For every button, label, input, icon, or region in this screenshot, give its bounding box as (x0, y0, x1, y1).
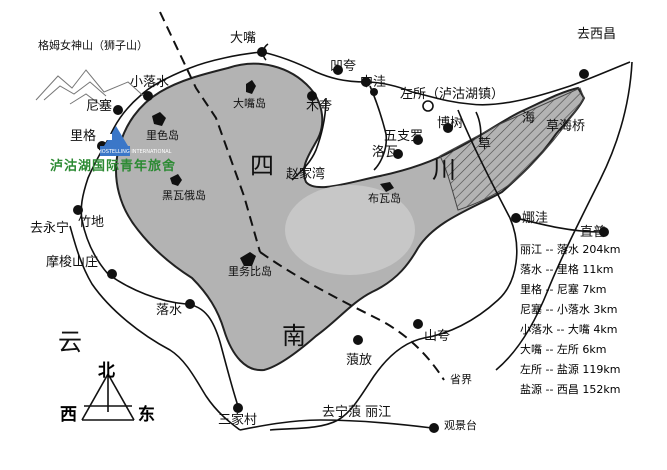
label-nise: 尼塞 (86, 99, 113, 114)
label-wuzhiluo: 五支罗 (384, 129, 424, 144)
hostel-logo-text: HOSTELLING INTERNATIONAL (98, 149, 172, 155)
label-zuosuo: 左所（泸沽湖镇） (400, 87, 505, 102)
label-sanjiacun: 三家村 (218, 413, 258, 428)
label-luoshui: 落水 (156, 303, 183, 318)
label-shanwa: 山夸 (424, 329, 451, 344)
label-zhongwa: 中洼 (360, 75, 387, 90)
distance-row: 盐源 -- 西昌 152km (520, 383, 621, 396)
label-guanjingtai: 观景台 (444, 419, 477, 432)
label-qu-xichang: 去西昌 (577, 27, 617, 42)
buwa-island (380, 182, 394, 192)
dazui-island (246, 80, 256, 94)
label-nuowa: 娜洼 (522, 211, 549, 226)
compass-east: 东 (138, 405, 155, 425)
label-zhudi: 竹地 (78, 215, 105, 230)
zuosuo-marker (422, 100, 434, 112)
label-aowa: 凹夸 (330, 59, 357, 74)
distance-row: 大嘴 -- 左所 6km (520, 343, 607, 356)
caohai-marsh (439, 87, 585, 211)
mountain-drawing (35, 69, 149, 107)
compass-north: 北 (98, 361, 115, 381)
label-mosuo: 摩梭山庄 (46, 255, 99, 270)
roads (69, 43, 633, 431)
label-boshu: 博树 (437, 116, 464, 131)
label-luowa: 洛瓦 (372, 145, 399, 160)
distance-row: 小落水 -- 大嘴 4km (520, 323, 618, 336)
region-cao: 草 (478, 137, 492, 152)
label-xiaoluoshui: 小落水 (130, 75, 170, 90)
compass-west: 西 (60, 405, 77, 425)
label-caohaiqiao: 草海桥 (546, 119, 586, 134)
region-si: 四 (250, 152, 274, 180)
heiwae-island (170, 174, 182, 186)
distance-row: 左所 -- 盐源 119km (520, 363, 621, 376)
compass-rose (81, 373, 135, 421)
distance-row: 丽江 -- 落水 204km (520, 243, 621, 256)
label-hostel: 泸沽湖国际青年旅舍 (50, 159, 177, 174)
label-muwa: 木夸 (306, 99, 333, 114)
region-hai: 海 (522, 111, 536, 126)
liwubi-island (240, 252, 256, 266)
distance-row: 里格 -- 尼塞 7km (520, 283, 607, 296)
label-dazui: 大嘴 (230, 31, 257, 46)
label-buwa-island: 布瓦岛 (368, 192, 401, 205)
lise-island (152, 112, 166, 126)
region-chuan: 川 (432, 156, 456, 184)
province-border (159, 11, 445, 381)
label-heiwae-island: 黑瓦俄岛 (162, 189, 206, 202)
label-dazui-island: 大嘴岛 (233, 97, 266, 110)
hostel-logo (100, 126, 130, 156)
label-mountain: 格姆女神山（狮子山） (38, 39, 148, 52)
label-lise-island: 里色岛 (146, 129, 179, 142)
label-shengjie: 省界 (450, 373, 472, 386)
region-yun: 云 (58, 328, 82, 356)
distance-legend: 丽江 -- 落水 204km 落水 -- 里格 11km 里格 -- 尼塞 7k… (520, 244, 621, 404)
label-qu-yongning: 去永宁 (30, 221, 70, 236)
distance-row: 落水 -- 里格 11km (520, 263, 614, 276)
distance-row: 尼塞 -- 小落水 3km (520, 303, 618, 316)
label-qu-ninglang: 去宁蒗 丽江 (322, 405, 392, 420)
label-liwubi-island: 里务比岛 (228, 265, 272, 278)
label-zhaojiawan: 赵家湾 (286, 167, 326, 182)
label-zhipu: 直普 (580, 225, 607, 240)
label-zhuanfang: 蒗放 (346, 353, 373, 368)
lake-shade (285, 185, 415, 275)
label-lige: 里格 (70, 129, 97, 144)
region-nan: 南 (282, 322, 306, 350)
